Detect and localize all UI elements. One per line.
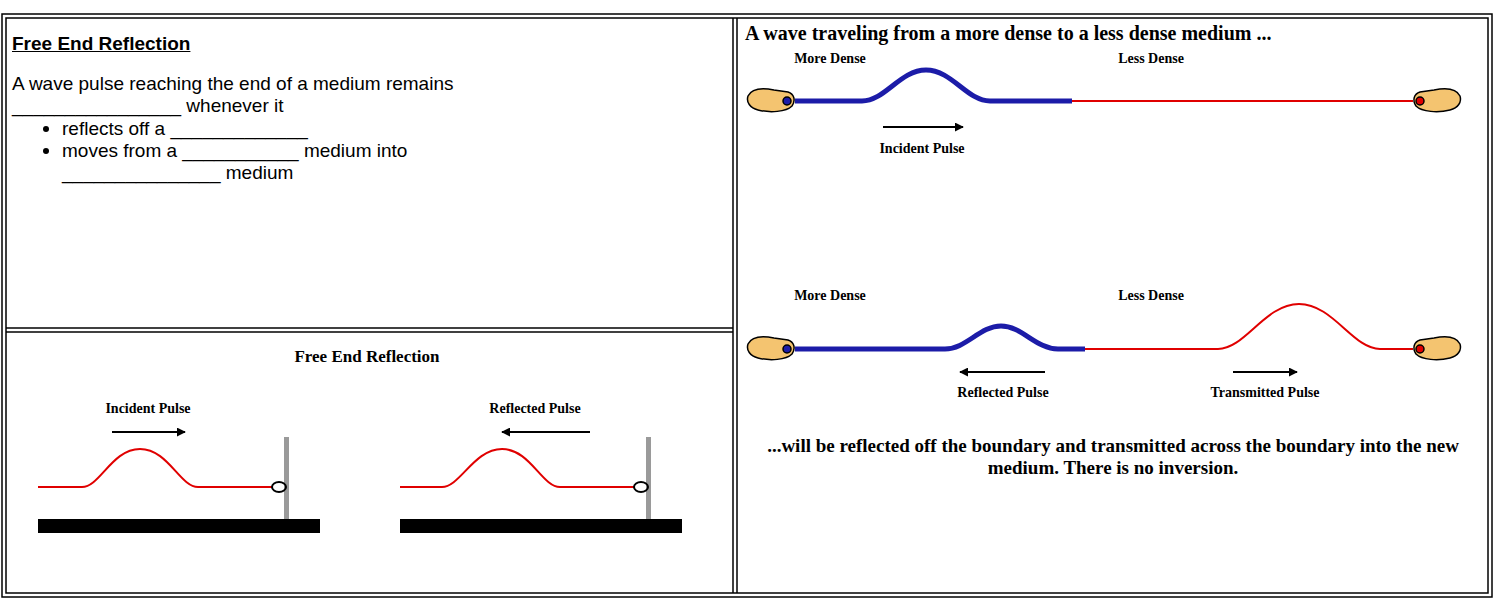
hand-left <box>747 337 794 360</box>
text-slot: Free End Reflection <box>12 33 412 55</box>
medium-label: Less Dense <box>1091 287 1211 304</box>
bullet-dot <box>43 148 49 154</box>
medium-label: Less Dense <box>1091 50 1211 67</box>
text-slot: More Dense <box>770 50 890 67</box>
rope-incident <box>795 70 1413 127</box>
pulse-label: Reflected Pulse <box>918 384 1088 401</box>
bullet-item: reflects off a _____________ <box>62 118 662 140</box>
text-slot: reflects off a _____________ <box>62 118 662 140</box>
text-slot: moves from a ___________ medium into ___… <box>62 140 492 184</box>
explanation-note: ...will be reflected off the boundary an… <box>763 435 1463 479</box>
text-slot: Reflected Pulse <box>455 400 615 417</box>
hand-right <box>1414 89 1461 112</box>
hand-right <box>1414 337 1461 360</box>
bullet-item: moves from a ___________ medium into ___… <box>62 140 492 184</box>
medium-label: More Dense <box>770 287 890 304</box>
table-border <box>2 14 1492 597</box>
pulse-label: Incident Pulse <box>68 400 228 417</box>
section-heading: Free End Reflection <box>12 33 412 55</box>
text-slot: ...will be reflected off the boundary an… <box>763 435 1463 479</box>
text-slot: A wave pulse reaching the end of a mediu… <box>12 73 612 117</box>
free-end-reflected <box>400 432 682 533</box>
free-end-incident <box>38 432 320 533</box>
question-cell: Free End Reflection A wave pulse reaching… <box>6 18 733 328</box>
text-slot: Free End Reflection <box>217 347 517 367</box>
text-slot: Reflected Pulse <box>918 384 1088 401</box>
text-slot: Less Dense <box>1091 287 1211 304</box>
text-slot: Incident Pulse <box>842 140 1002 157</box>
text-slot: A wave traveling from a more dense to a … <box>745 22 1480 44</box>
figure-title: Free End Reflection <box>217 347 517 367</box>
text-slot: Transmitted Pulse <box>1170 384 1360 401</box>
pulse-label: Transmitted Pulse <box>1170 384 1360 401</box>
pulse-label: Reflected Pulse <box>455 400 615 417</box>
text-slot: More Dense <box>770 287 890 304</box>
rope-reflected-transmitted <box>795 304 1413 372</box>
figure-title: A wave traveling from a more dense to a … <box>745 22 1480 44</box>
bullet-dot <box>43 126 49 132</box>
fill-in-sentence: A wave pulse reaching the end of a mediu… <box>12 73 612 117</box>
text-slot: Incident Pulse <box>68 400 228 417</box>
figure-cell: Free End ReflectionIncident Pulse Reflect… <box>6 332 733 593</box>
hand-left <box>747 89 794 112</box>
medium-label: More Dense <box>770 50 890 67</box>
figure-cell: A wave traveling from a more dense to a … <box>737 18 1488 593</box>
pulse-label: Incident Pulse <box>842 140 1002 157</box>
text-slot: Less Dense <box>1091 50 1211 67</box>
